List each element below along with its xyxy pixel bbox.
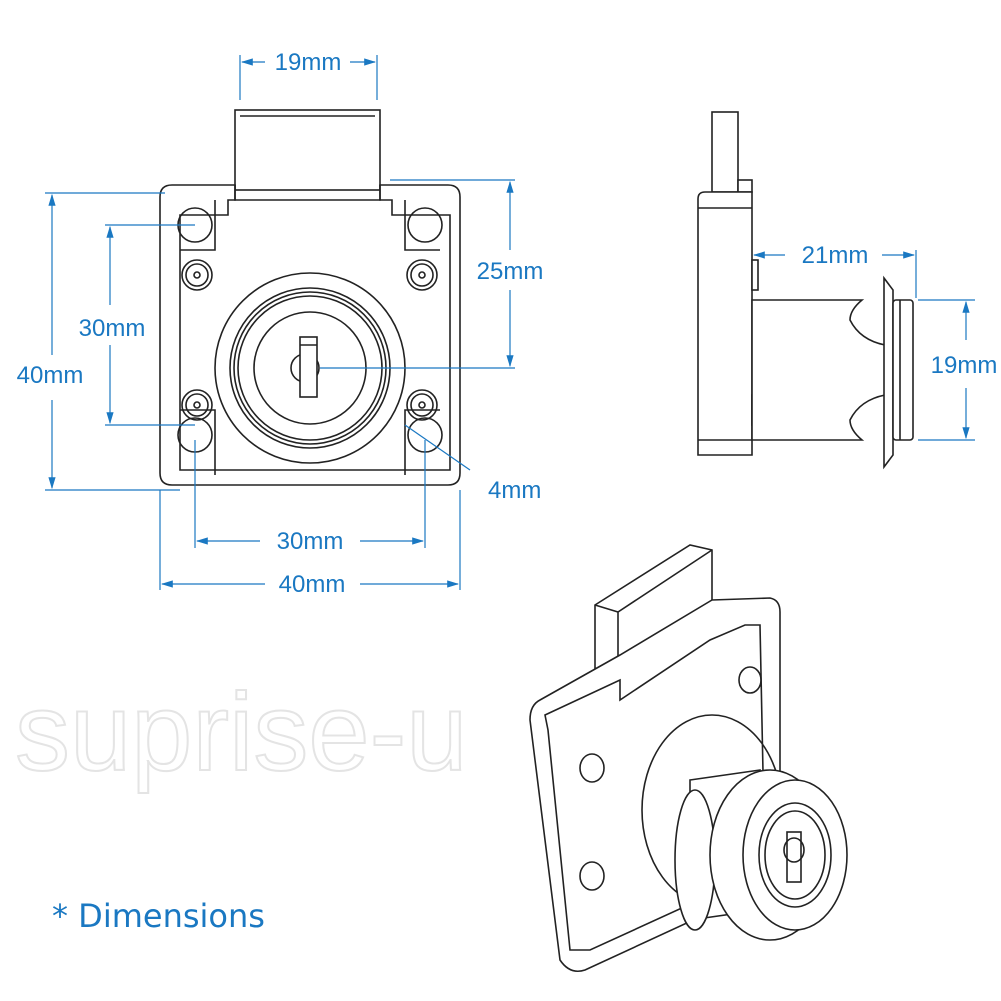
- plate-width-label: 40mm: [279, 571, 346, 598]
- cylinder-cap: [892, 299, 914, 441]
- keyhole-icon: [299, 336, 318, 398]
- bolt: [234, 109, 381, 191]
- watermark: suprise-u: [15, 671, 467, 794]
- horizontal-hole-spacing-label: 30mm: [277, 528, 344, 555]
- plate-height-label: 40mm: [17, 362, 84, 389]
- front-view: [159, 109, 461, 486]
- side-view: [697, 111, 914, 470]
- screws: [181, 259, 438, 421]
- keyhole-iso-icon: [786, 831, 802, 883]
- vertical-hole-spacing-label: 30mm: [79, 315, 146, 342]
- corner-holes: [177, 200, 443, 475]
- keyhole-to-top-label: 25mm: [477, 258, 544, 285]
- mounting-hole: [407, 207, 443, 243]
- flange: [883, 275, 894, 470]
- cylinder-length-label: 21mm: [802, 242, 869, 269]
- cylinder-body: [751, 299, 886, 441]
- hole-diameter-label: 4mm: [488, 477, 541, 504]
- isometric-view: [529, 544, 848, 973]
- lock-cylinder: [214, 272, 406, 464]
- dimensions-note: * Dimensions: [52, 897, 265, 935]
- cylinder-diameter-label: 19mm: [931, 352, 998, 379]
- plate-side: [697, 191, 753, 456]
- side-dimensions: 21mm 19mm: [752, 242, 998, 441]
- bolt-width-label: 19mm: [275, 49, 342, 76]
- plate: [159, 184, 461, 486]
- bolt-side: [711, 111, 739, 193]
- front-dimensions: 19mm 25mm 30mm 40mm 4mm 30mm 40mm: [17, 49, 544, 598]
